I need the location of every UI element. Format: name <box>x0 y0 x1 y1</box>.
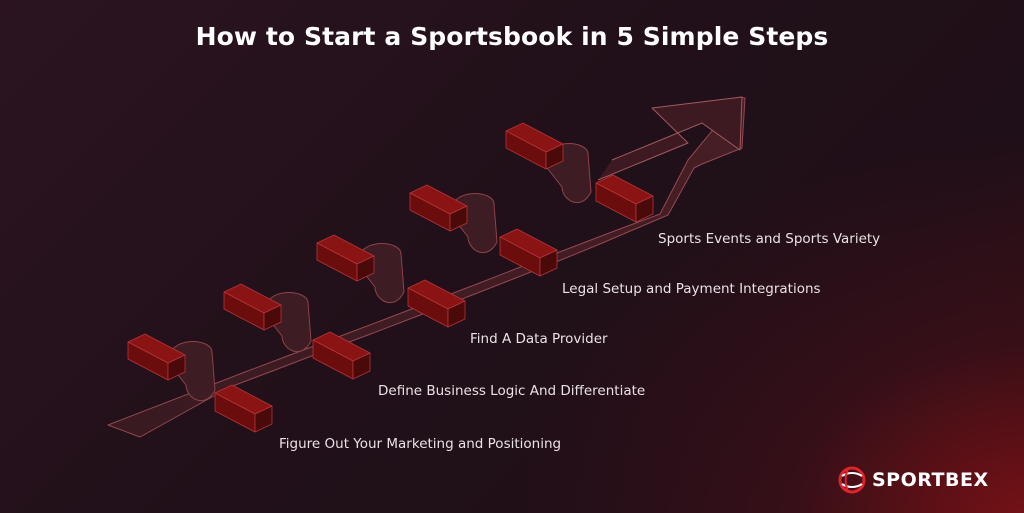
step-label-4: Legal Setup and Payment Integrations <box>562 281 821 297</box>
step-label-5: Sports Events and Sports Variety <box>658 231 881 247</box>
brand-logo: SPORTBEX <box>838 465 989 495</box>
step-block-4 <box>409 184 558 277</box>
step-label-1: Figure Out Your Marketing and Positionin… <box>279 436 562 452</box>
step-block-5 <box>505 122 654 223</box>
step-label-3: Find A Data Provider <box>470 331 608 347</box>
step-block-2 <box>223 283 371 380</box>
step-block-3 <box>316 234 466 328</box>
page-title: How to Start a Sportsbook in 5 Simple St… <box>195 22 829 51</box>
step-block-1 <box>127 333 273 433</box>
step-label-2: Define Business Logic And Differentiate <box>378 383 646 399</box>
sportbex-ball-logo-icon <box>838 466 866 494</box>
brand-name: SPORTBEX <box>872 469 989 491</box>
